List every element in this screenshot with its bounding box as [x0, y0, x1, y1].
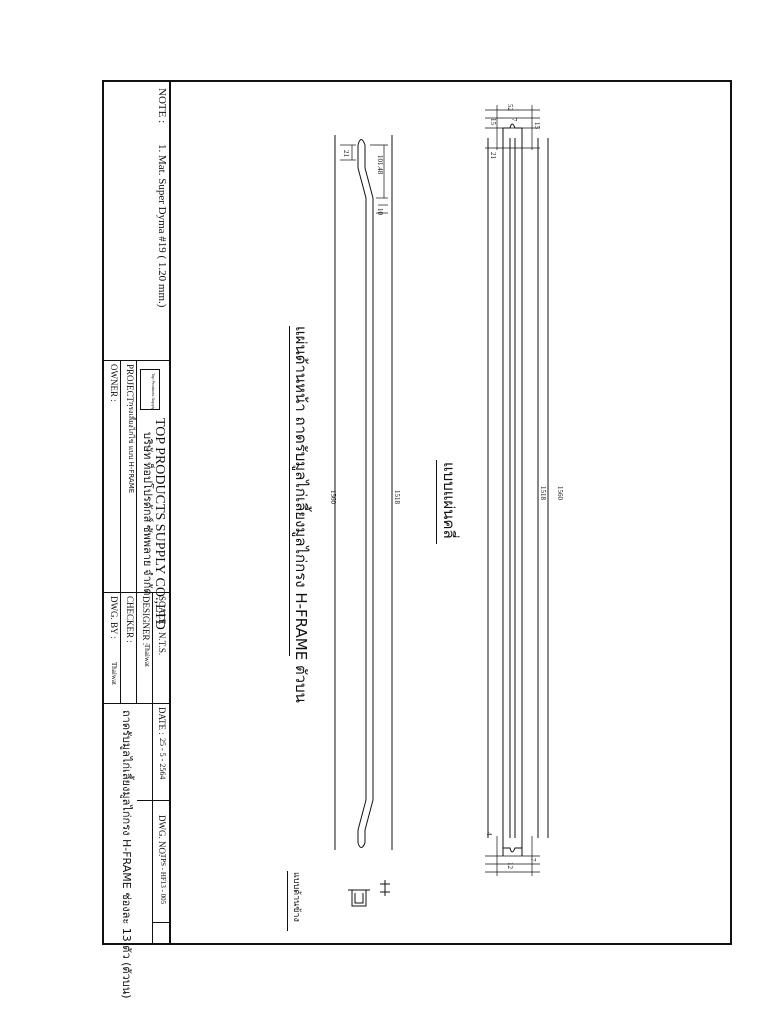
dim-flat-2: 15 — [533, 122, 541, 130]
title-block-dwgno-divider — [152, 703, 153, 943]
dim-flat-8: 4 — [485, 832, 493, 836]
dim-front-2: 101.48 — [376, 155, 384, 175]
dim-front-4: 1560 — [329, 490, 337, 505]
front-panel-profile — [334, 135, 393, 850]
dim-flat-10: 7 — [529, 858, 537, 862]
dim-flat-1: 52 — [506, 104, 514, 112]
title-block-date-split — [137, 800, 169, 801]
title-block-company-divider — [104, 592, 170, 593]
dim-flat-3: 15 — [489, 118, 497, 126]
end-view-label-underline — [287, 871, 288, 931]
dim-front-3: 10 — [376, 208, 384, 216]
title-block-row3 — [152, 592, 153, 703]
drawing-frame — [102, 80, 732, 945]
company-logo: Top Products Supply — [140, 369, 160, 410]
dim-flat-4: 7 — [510, 118, 518, 122]
flat-pattern-profile — [487, 123, 549, 856]
title-block-date-divider — [104, 703, 170, 704]
title-block-note-divider — [104, 360, 170, 361]
dim-flat-9: 12 — [506, 862, 514, 870]
title-block-row4 — [136, 592, 137, 703]
dim-front-5: 1518 — [393, 490, 401, 505]
title-block-left-border — [169, 82, 171, 943]
title-block-row1 — [120, 360, 121, 703]
front-dimensions — [340, 144, 388, 214]
title-block-sheet-split — [152, 922, 169, 923]
side-view-label-underline — [436, 460, 437, 544]
dim-flat-5: 21 — [489, 152, 497, 160]
end-view-symbol — [348, 880, 390, 907]
dim-front-1: 21 — [342, 150, 350, 158]
dim-flat-7: 1560 — [556, 486, 564, 501]
title-block-row2 — [136, 360, 137, 592]
dim-flat-6: 1518 — [539, 486, 547, 501]
drawing-main-title-underline — [289, 326, 290, 656]
title-block-row5 — [120, 592, 121, 703]
flat-dimensions — [485, 105, 540, 876]
dimension-labels: 21 101.48 10 1560 1518 52 15 15 7 21 151… — [329, 104, 564, 870]
